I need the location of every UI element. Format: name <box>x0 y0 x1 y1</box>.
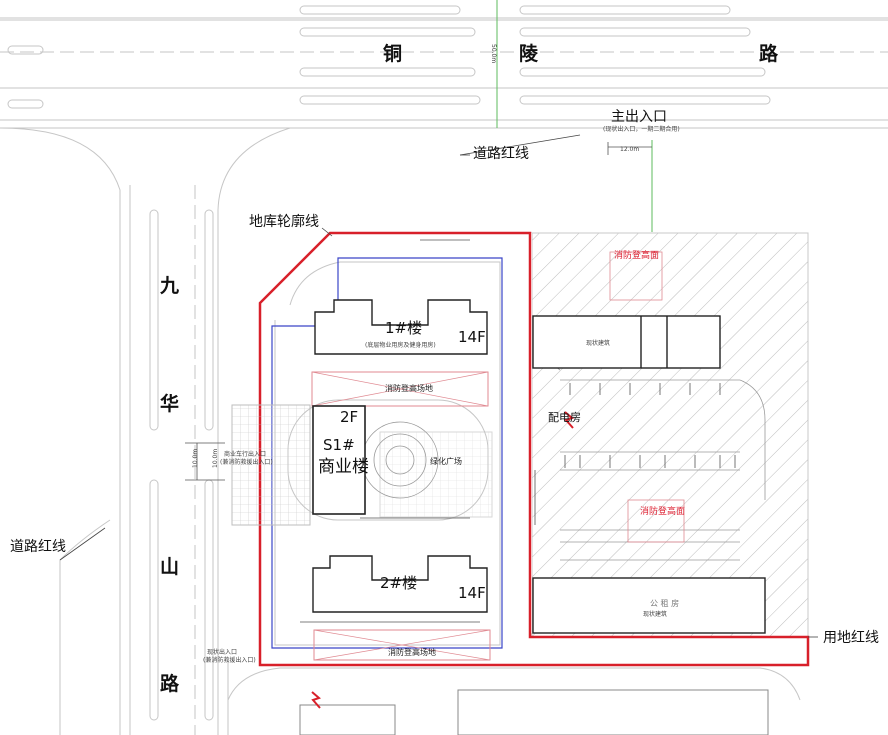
road-west-char-1: 九 <box>159 275 179 297</box>
fire-face-top-label: 消防登高面 <box>614 249 659 261</box>
road-north-char-3: 路 <box>759 42 779 65</box>
south-road <box>227 667 801 735</box>
building-1-name: 1#楼 <box>385 319 422 337</box>
commercial-entrance-label: 商业车行出入口 <box>224 450 266 458</box>
east-parking <box>547 329 766 561</box>
site-redline-label: 用地红线 <box>823 630 879 646</box>
leader-lines <box>59 134 818 638</box>
site-red-line <box>258 231 810 667</box>
building-1-note: (底层物业用房及健身用房) <box>365 341 436 349</box>
south-power-icon <box>311 691 321 709</box>
road-west-char-2: 华 <box>160 392 179 415</box>
entrance-width: 12.0m <box>620 146 639 153</box>
fire-face-mid-label: 消防登高面 <box>640 505 685 517</box>
west-width-a: 10.0m <box>192 449 199 468</box>
building-s1-floors: 2F <box>340 408 358 426</box>
west-plaza <box>231 404 311 526</box>
road-west-char-3: 山 <box>160 556 179 578</box>
west-width-b: 10.0m <box>212 449 219 468</box>
existing-building-south <box>532 577 766 634</box>
building-2 <box>312 555 488 613</box>
west-road <box>0 127 291 735</box>
building-s1-name: S1# <box>323 436 355 454</box>
green-plaza-label: 绿化广场 <box>430 456 462 466</box>
building-s1-sub: 商业楼 <box>318 457 369 477</box>
existing-building-north <box>532 315 721 369</box>
east-parking-stalls <box>564 383 736 468</box>
road-north-char-1: 铜 <box>383 42 402 65</box>
main-entrance-label: 主出入口 <box>611 109 667 125</box>
commercial-entrance-note: (兼消防救援出入口) <box>220 458 273 466</box>
fire-area-2-label: 消防登高场地 <box>388 647 436 657</box>
garage-outline-label: 地库轮廓线 <box>249 213 319 230</box>
road-redline-left: 道路红线 <box>10 539 66 555</box>
distribution-room-icon <box>564 411 574 429</box>
road-redline-top: 道路红线 <box>473 146 529 162</box>
existing-entrance-label: 现状出入口 <box>207 648 237 656</box>
building-1-floors: 14F <box>458 328 486 346</box>
distribution-room-label: 配电房 <box>548 411 581 424</box>
fire-area-1 <box>311 371 489 407</box>
fire-area-1-label: 消防登高场地 <box>385 383 433 393</box>
existing-building-2-label: 现状建筑 <box>643 610 667 618</box>
building-2-floors: 14F <box>458 584 486 602</box>
fire-face-mid <box>627 499 685 543</box>
existing-building-1-label: 现状建筑 <box>586 339 610 347</box>
east-parcel-hatch <box>531 232 809 638</box>
north-road-width: 50.0m <box>490 44 497 63</box>
fire-face-top <box>609 251 663 301</box>
existing-entrance-note: (兼消防救援出入口) <box>203 656 256 664</box>
site-markers <box>300 239 536 623</box>
building-2-name: 2#楼 <box>380 574 417 592</box>
road-west-char-4: 路 <box>160 672 180 695</box>
building-1 <box>314 299 488 355</box>
gonghe-label: 公 租 房 <box>650 598 679 608</box>
main-entrance-note: (现状出入口，一期二期合用) <box>603 125 680 133</box>
fire-area-2 <box>313 629 491 661</box>
building-s1 <box>312 405 366 515</box>
north-road <box>0 5 888 129</box>
road-north-char-2: 陵 <box>519 42 539 65</box>
